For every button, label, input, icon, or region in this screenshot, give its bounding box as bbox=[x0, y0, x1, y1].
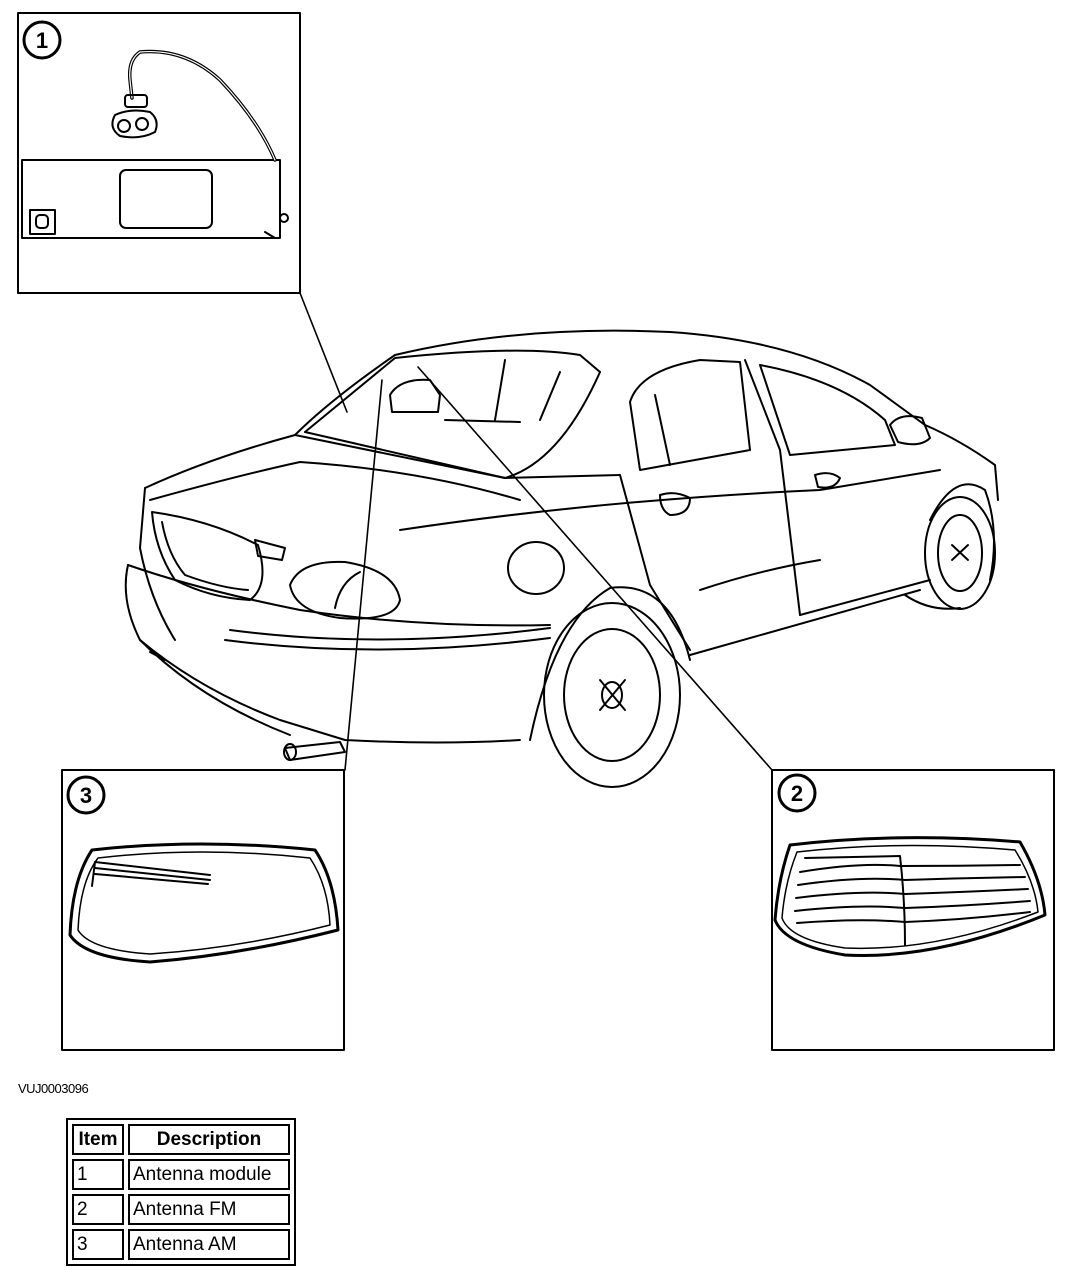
car-illustration bbox=[124, 329, 999, 788]
legend-item-number: 1 bbox=[72, 1159, 124, 1190]
antenna-location-diagram: 1 3 bbox=[17, 12, 1055, 1051]
leader-lines bbox=[299, 292, 773, 771]
callout-number-2: 2 bbox=[791, 781, 803, 806]
legend-item-description: Antenna FM bbox=[128, 1194, 290, 1225]
callout-number-1: 1 bbox=[36, 28, 48, 53]
table-row: 3 Antenna AM bbox=[72, 1229, 290, 1260]
legend-header-description: Description bbox=[128, 1124, 290, 1155]
callout-box-2: 2 bbox=[771, 769, 1055, 1051]
legend-table: Item Description 1 Antenna module 2 Ante… bbox=[66, 1118, 296, 1266]
callout-box-1: 1 bbox=[17, 12, 301, 294]
windshield-am-antenna-icon bbox=[68, 842, 340, 964]
legend-header-item: Item bbox=[72, 1124, 124, 1155]
antenna-module-icon bbox=[21, 49, 289, 239]
figure-reference-code: VUJ0003096 bbox=[18, 1081, 89, 1096]
table-row: 2 Antenna FM bbox=[72, 1194, 290, 1225]
legend-header-row: Item Description bbox=[72, 1124, 290, 1155]
legend-item-number: 3 bbox=[72, 1229, 124, 1260]
rear-window-fm-antenna-icon bbox=[773, 836, 1047, 957]
table-row: 1 Antenna module bbox=[72, 1159, 290, 1190]
callout-box-3: 3 bbox=[61, 769, 345, 1051]
callout-number-3: 3 bbox=[80, 783, 92, 808]
legend-item-description: Antenna module bbox=[128, 1159, 290, 1190]
legend-item-description: Antenna AM bbox=[128, 1229, 290, 1260]
legend-item-number: 2 bbox=[72, 1194, 124, 1225]
